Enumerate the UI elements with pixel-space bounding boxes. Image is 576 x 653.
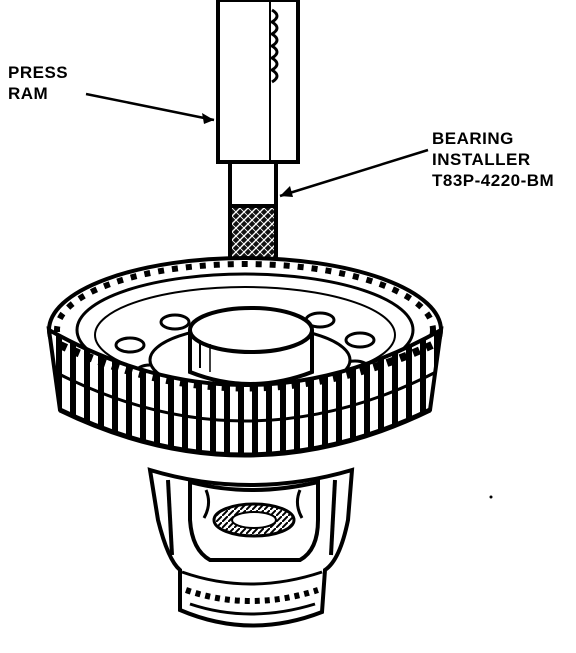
bearing-installer-label: BEARING INSTALLER T83P-4220-BM: [432, 128, 554, 191]
press-ram-label-line1: PRESS: [8, 63, 69, 82]
bearing-installer-label-line2: INSTALLER: [432, 150, 531, 169]
press-ram-label-line2: RAM: [8, 84, 49, 103]
ram-rack-teeth: [269, 8, 279, 84]
press-ram-leader: [85, 92, 215, 122]
differential-ring-gear: [46, 256, 444, 458]
bearing-installer-part-number: T83P-4220-BM: [432, 171, 555, 190]
differential-case: [147, 467, 355, 628]
bearing-installer-label-line1: BEARING: [432, 129, 514, 148]
press-ram: [216, 0, 300, 164]
press-ram-label: PRESS RAM: [8, 62, 68, 104]
leader-lines: [85, 92, 429, 198]
bearing-installer-leader: [279, 148, 429, 198]
speck-mark: [489, 495, 493, 499]
